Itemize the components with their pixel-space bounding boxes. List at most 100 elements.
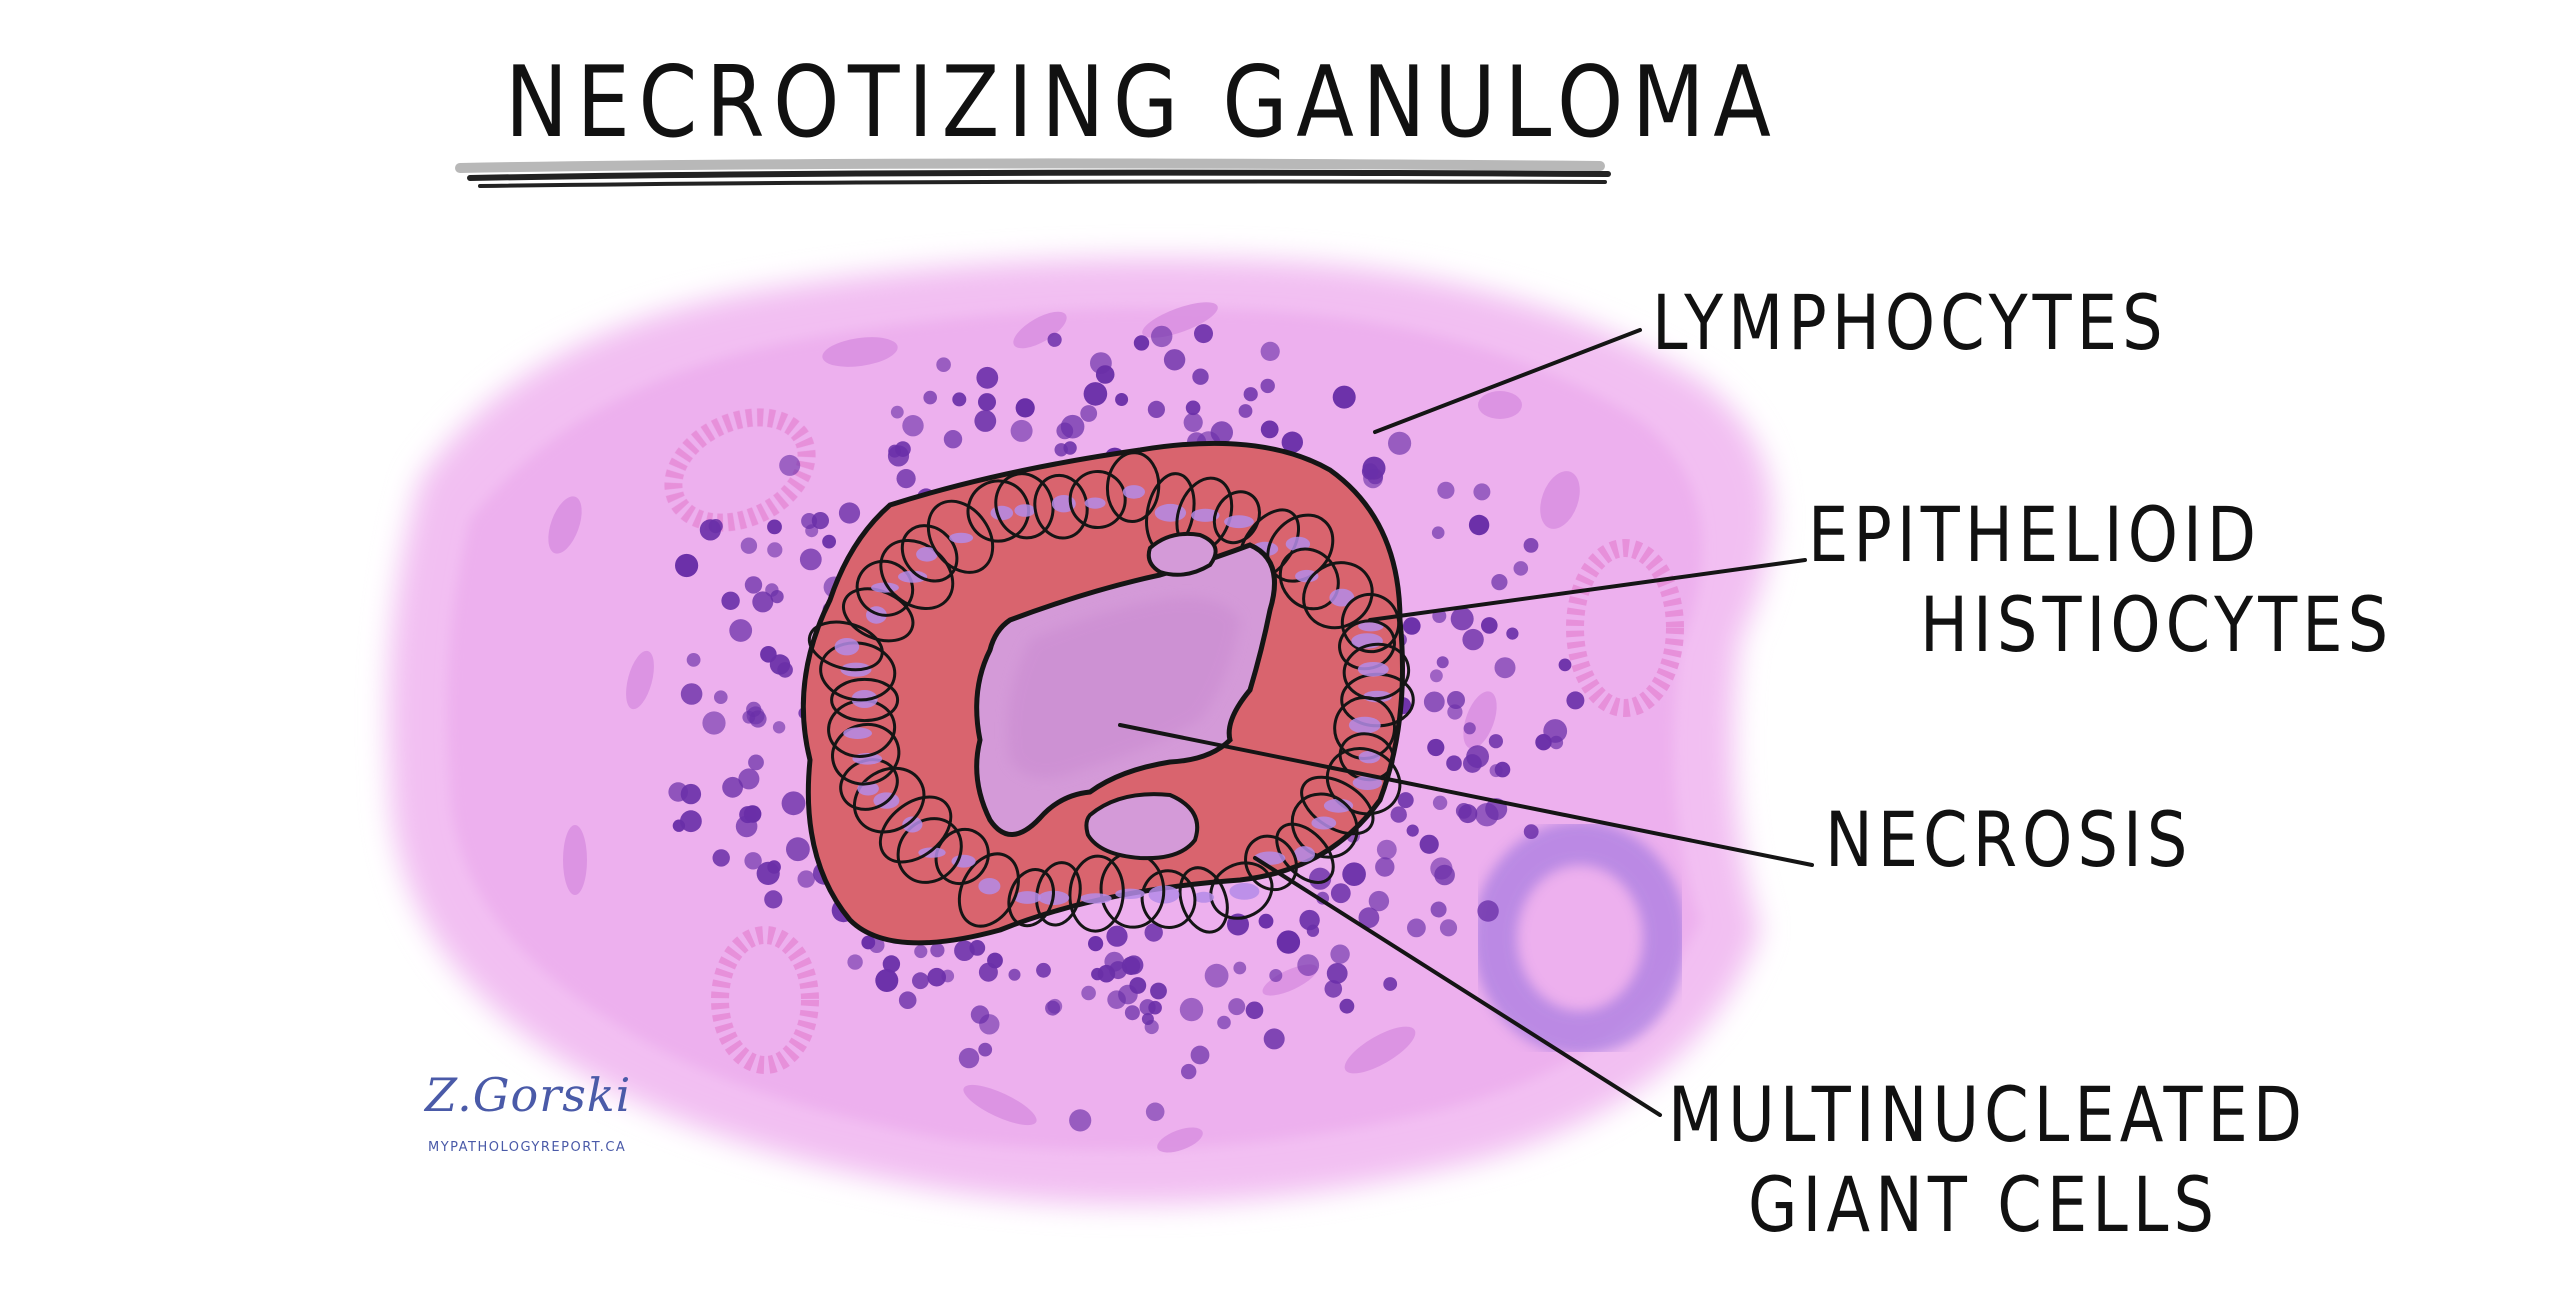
lymphocyte-dot — [1458, 804, 1478, 824]
lymphocyte-dot — [1194, 324, 1213, 344]
lymphocyte-dot — [779, 454, 801, 476]
epithelioid-nucleus — [834, 638, 860, 656]
lymphocyte-dot — [1468, 514, 1490, 536]
label-lymphocytes: LYMPHOCYTES — [1652, 278, 2168, 367]
lymphocyte-dot — [744, 576, 763, 594]
lymphocyte-dot — [1081, 985, 1096, 1001]
lymphocyte-dot — [1015, 398, 1035, 418]
lymphocyte-dot — [1133, 335, 1150, 351]
lymphocyte-dot — [752, 591, 774, 613]
epithelioid-nucleus — [1358, 750, 1381, 764]
label-giant-cells-line1: MULTINUCLEATED — [1668, 1070, 2308, 1159]
lymphocyte-dot — [1430, 669, 1443, 683]
lymphocyte-dot — [1054, 443, 1068, 457]
lymphocyte-dot — [1010, 419, 1033, 442]
lymphocyte-dot — [1506, 627, 1519, 640]
lymphocyte-dot — [976, 366, 999, 389]
lymphocyte-dot — [1243, 387, 1258, 402]
lymphocyte-dot — [1489, 764, 1503, 778]
lymphocyte-dot — [767, 519, 782, 535]
lymphocyte-dot — [811, 511, 830, 530]
lymphocyte-dot — [702, 711, 726, 735]
lymphocyte-dot — [748, 754, 764, 771]
lymphocyte-dot — [1462, 628, 1484, 651]
label-necrosis: NECROSIS — [1825, 795, 2193, 884]
lymphocyte-dot — [1447, 691, 1465, 709]
lymphocyte-dot — [799, 548, 822, 571]
lymphocyte-dot — [902, 415, 924, 437]
epithelioid-cell-outline — [1140, 869, 1197, 929]
lymphocyte-dot — [847, 954, 863, 970]
lymphocyte-dot — [1245, 1001, 1264, 1020]
lymphocyte-dot — [1450, 607, 1474, 631]
label-epithelioid-line2: HISTIOCYTES — [1920, 580, 2394, 669]
epithelioid-cell-outline — [1068, 854, 1125, 933]
lymphocyte-dot — [1091, 967, 1104, 981]
lymphocyte-dot — [1233, 961, 1247, 975]
lymphocyte-dot — [1260, 378, 1275, 394]
epithelioid-nucleus — [1357, 662, 1389, 677]
lymphocyte-dot — [1566, 691, 1585, 710]
lymphocyte-dot — [1228, 998, 1246, 1016]
epithelioid-cell-outline — [1068, 470, 1127, 529]
epithelioid-cell-outline — [1342, 642, 1411, 701]
lymphocyte-dot — [1447, 704, 1463, 720]
lymphocyte-dot — [1494, 657, 1516, 679]
epithelioid-nucleus — [1115, 888, 1145, 899]
lymphocyte-dot — [898, 991, 917, 1009]
lymphocyte-dot — [1260, 341, 1280, 361]
lymphocyte-dot — [882, 955, 901, 973]
lymphocyte-dot — [1446, 755, 1462, 771]
necrosis-center — [974, 542, 1277, 837]
lymphocyte-dot — [764, 890, 783, 909]
lymphocyte-dot — [1423, 691, 1445, 713]
lymphocyte-dot — [1124, 1005, 1140, 1021]
lymphocyte-dot — [1330, 944, 1350, 964]
lymphocyte-dot — [868, 937, 885, 953]
lymphocyte-dot — [1183, 412, 1203, 432]
lymphocyte-dot — [978, 393, 996, 412]
lymphocyte-dot — [1008, 968, 1021, 981]
lymphocyte-dot — [1088, 936, 1104, 952]
lymphocyte-dot — [1047, 998, 1063, 1014]
epithelioid-cell-outline — [842, 587, 915, 643]
epithelioid-cell-outline — [1212, 490, 1261, 545]
epithelioid-nucleus — [1295, 569, 1319, 583]
epithelioid-nucleus — [1014, 504, 1036, 517]
lymphocyte-dot — [1260, 420, 1279, 439]
pointer-line-lymphocytes — [1373, 328, 1642, 434]
lymphocyte-dot — [680, 810, 702, 833]
lymphocyte-dot — [712, 849, 730, 867]
epithelioid-nucleus — [1348, 716, 1381, 734]
epithelioid-cell-outline — [1035, 861, 1082, 927]
lymphocyte-dot — [1047, 332, 1062, 347]
label-epithelioid-line1: EPITHELIOID — [1808, 490, 2262, 579]
lymphocyte-dot — [1473, 483, 1491, 501]
lymphocyte-dot — [777, 662, 793, 678]
diagram-title: NECROTIZING GANULOMA — [505, 46, 1780, 160]
lymphocyte-dot — [987, 952, 1003, 969]
lymphocyte-dot — [1388, 431, 1412, 455]
lymphocyte-dot — [1397, 792, 1414, 809]
lymphocyte-dot — [974, 410, 997, 432]
epithelioid-nucleus — [843, 727, 872, 739]
epithelioid-nucleus — [1293, 846, 1315, 863]
fibroblast-nuclei — [548, 302, 1580, 1153]
lymphocyte-dot — [1190, 1045, 1210, 1065]
lymphocyte-dot — [714, 690, 728, 704]
pointer-line-epithelioid — [1368, 558, 1807, 622]
lymphocyte-dot — [1192, 368, 1209, 385]
lymphocyte-dot — [1181, 1063, 1197, 1080]
epithelioid-nucleus — [1323, 798, 1354, 813]
lymphocyte-dot — [958, 1047, 980, 1069]
lymphocyte-dot — [1179, 997, 1204, 1022]
epithelioid-nucleus — [978, 878, 1001, 895]
lymphocyte-dot — [1263, 1028, 1285, 1050]
lymphocyte-dot — [1281, 431, 1304, 453]
lymphocyte-dot — [1419, 834, 1439, 854]
lymphocyte-dot — [1403, 617, 1421, 635]
lymphocyte-dot — [1432, 795, 1448, 810]
lymphocyte-dot — [1491, 574, 1508, 591]
lymphocyte-dot — [740, 537, 758, 554]
